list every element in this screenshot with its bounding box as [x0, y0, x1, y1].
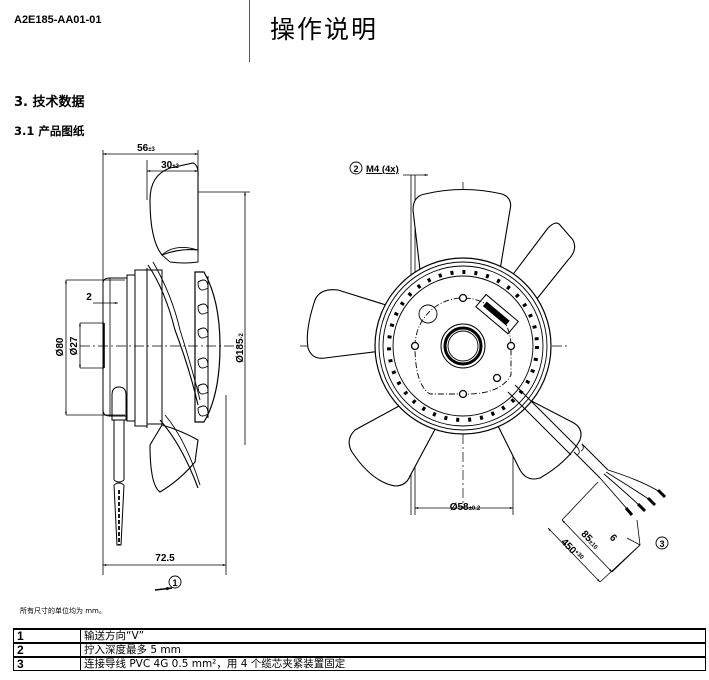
cable-wires [599, 469, 667, 516]
callout-3: 3 [659, 539, 664, 549]
blade [412, 189, 512, 271]
callout-2-circle [349, 161, 363, 175]
front-view: 2 M4 (4x) [300, 161, 669, 583]
shaft-bore [443, 326, 483, 366]
mounting-hole [410, 341, 420, 351]
thread-label: M4 (4x) [366, 164, 399, 175]
mounting-hole [458, 293, 468, 303]
callout-3-circle [655, 536, 669, 550]
airflow-arrow [154, 586, 173, 591]
table-row: 1 输送方向“V” [13, 628, 706, 644]
mounting-hole [458, 389, 468, 399]
side-view: 56±3 30±2 Ø185-2 Ø80 Ø27 2 [55, 143, 250, 591]
mounting-holes [410, 293, 516, 399]
legend-text: 输送方向“V” [80, 628, 706, 644]
section-heading: 3. 技术数据 [14, 95, 85, 110]
callout-1: 1 [172, 578, 177, 588]
dim-total-depth: 56±3 [137, 143, 155, 154]
dim-impeller-depth: 30±2 [161, 160, 179, 171]
technical-drawing: 56±3 30±2 Ø185-2 Ø80 Ø27 2 [55, 143, 669, 591]
mounting-hole [506, 341, 516, 351]
table-row: 3 连接导线 PVC 4G 0.5 mm²，用 4 个缆芯夹紧装置固定 [13, 656, 706, 671]
dim-cable-total: 450+30 [559, 537, 586, 564]
header-divider [249, 0, 250, 62]
document-title: 操作说明 [270, 15, 379, 44]
dim-wire-end: 6 [607, 532, 619, 544]
motor-housing [102, 277, 128, 417]
dim-screw-depth: 2 [86, 292, 92, 303]
legend-number: 1 [13, 628, 81, 644]
rotor-slots [387, 270, 539, 422]
dim-hub-diameter: Ø27 [69, 336, 80, 355]
blade [149, 424, 199, 493]
dim-hole-spacing: Ø58±0.2 [450, 502, 481, 513]
legend-text: 连接导线 PVC 4G 0.5 mm²，用 4 个缆芯夹紧装置固定 [80, 656, 706, 671]
document-code: A2E185-AA01-01 [14, 14, 102, 26]
dim-motor-diameter: Ø80 [55, 337, 66, 356]
subsection-heading: 3.1 产品图纸 [14, 124, 85, 138]
legend-text: 拧入深度最多 5 mm [80, 642, 706, 658]
dimension-line [547, 527, 601, 583]
label-plate [475, 293, 519, 335]
callout-2: 2 [353, 164, 358, 174]
mounting-hole [492, 373, 502, 383]
callout-1-circle [168, 575, 182, 589]
dim-impeller-diameter: Ø185-2 [235, 332, 246, 362]
table-row: 2 拧入深度最多 5 mm [13, 642, 706, 658]
legend-number: 3 [13, 656, 81, 671]
blade [149, 162, 199, 256]
units-note: 所有尺寸的单位均为 mm。 [20, 607, 106, 615]
legend-table: 1 输送方向“V” 2 拧入深度最多 5 mm 3 连接导线 PVC 4G 0.… [13, 628, 706, 671]
legend-number: 2 [13, 642, 81, 658]
dim-cable-length: 72.5 [155, 553, 175, 564]
shaft-boss [440, 323, 486, 369]
hub-outer-ring [374, 257, 552, 435]
